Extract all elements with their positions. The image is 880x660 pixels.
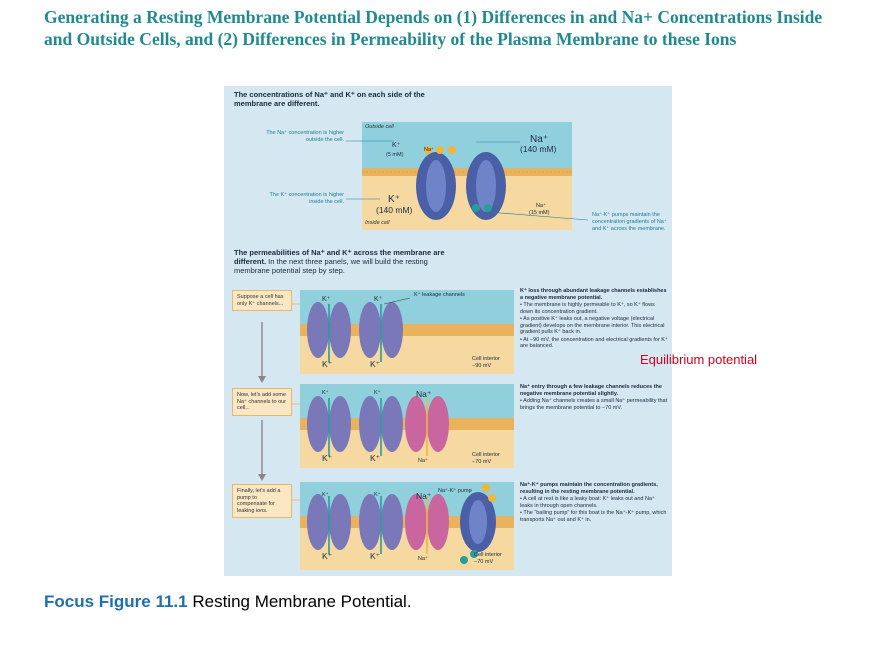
k-in-label: K⁺: [388, 194, 400, 205]
panel-3-voltage: −70 mV: [474, 559, 494, 565]
outside-cell-label: Outside cell: [365, 124, 394, 130]
pump-na-ion-label: Na⁺: [424, 147, 434, 153]
na-ion: [424, 146, 432, 154]
panel-3-top-ion-1: K⁺: [322, 492, 329, 498]
k-out-label: K⁺: [392, 142, 401, 149]
panel-1-bottom-ion-2: K⁺: [370, 359, 381, 369]
panel-3-bullet: • A cell at rest is like a leaky boat: K…: [520, 496, 655, 509]
na-in-label: Na⁺: [536, 203, 546, 209]
panel-2-side-text: Na⁺ entry through a few leakage channels…: [520, 384, 668, 411]
focus-figure: The concentrations of Na⁺ and K⁺ on each…: [224, 86, 672, 576]
panel-3-side-heading: Na⁺-K⁺ pumps maintain the concentration …: [520, 482, 658, 495]
k-note: The K⁺ concentration is higher inside th…: [269, 192, 344, 205]
panel-2-step: Now, let's add some Na⁺ channels to our …: [232, 388, 292, 416]
panel-3-bottom-ion-1: K⁺: [322, 551, 333, 561]
panel-1-bullet: • As positive K⁺ leaks out, a negative v…: [520, 316, 665, 335]
k-ion: [472, 204, 480, 212]
na-note: The Na⁺ concentration is higher outside …: [266, 130, 344, 143]
panel-3-step: Finally, let's add a pump to compensate …: [232, 484, 292, 518]
panel-2-side-heading: Na⁺ entry through a few leakage channels…: [520, 384, 662, 397]
na-in-conc: (15 mM): [529, 210, 550, 216]
figure-artwork: [224, 86, 672, 576]
section2-heading: The permeabilities of Na⁺ and K⁺ across …: [234, 248, 464, 275]
panel-1-side-heading: K⁺ loss through abundant leakage channel…: [520, 288, 667, 301]
panel-2-bottom-ion-1: K⁺: [322, 453, 333, 463]
k-ion: [484, 204, 492, 212]
panel-2-top-ion-1: K⁺: [322, 390, 329, 396]
panel-2-top-ion-2: K⁺: [374, 390, 381, 396]
pump-note: Na⁺-K⁺ pumps maintain the concentration …: [592, 212, 667, 232]
k-out-conc: (5 mM): [386, 152, 404, 158]
panel-2-bottom-ion-3: Na⁺: [418, 458, 428, 464]
panel-1-bullet: • The membrane is highly permeable to K⁺…: [520, 302, 655, 315]
panel-1-bottom-ion-1: K⁺: [322, 359, 333, 369]
figure-caption: Focus Figure 11.1 Resting Membrane Poten…: [44, 592, 412, 612]
outside-fluid: [362, 122, 572, 168]
panel-1-interior: Cell interior: [472, 356, 500, 362]
panel-3-side-text: Na⁺-K⁺ pumps maintain the concentration …: [520, 482, 668, 523]
caption-text: Resting Membrane Potential.: [187, 592, 412, 611]
panel-1-voltage: −90 mV: [472, 363, 492, 369]
panel-3-bullet: • The “bailing pump” for this boat is th…: [520, 510, 667, 523]
section2-heading-bold: The permeabilities of Na⁺ and K⁺ across …: [234, 248, 445, 266]
panel-2-bullet: • Adding Na⁺ channels creates a small Na…: [520, 398, 668, 411]
panel-3-interior: Cell interior: [474, 552, 502, 558]
panel-1-art: [300, 290, 514, 374]
panel-2-interior: Cell interior: [472, 452, 500, 458]
panel-1-channel-label: K⁺ leakage channels: [414, 292, 465, 298]
na-ion: [448, 146, 456, 154]
section1-heading: The concentrations of Na⁺ and K⁺ on each…: [234, 90, 425, 108]
panel-2-art: [300, 384, 514, 468]
panel-1-top-ion-1: K⁺: [322, 296, 331, 303]
equilibrium-potential-label: Equilibrium potential: [640, 352, 758, 367]
panel-1-top-ion-2: K⁺: [374, 296, 383, 303]
panel-3-bottom-ion-2: K⁺: [370, 551, 381, 561]
panel-2-bottom-ion-2: K⁺: [370, 453, 381, 463]
inside-cell-label: Inside cell: [365, 220, 390, 226]
na-out-label: Na⁺: [530, 134, 549, 145]
panel-3-top-ion-2: K⁺: [374, 492, 381, 498]
k-in-conc: (140 mM): [376, 205, 413, 215]
concentration-panel: [346, 122, 589, 230]
na-out-conc: (140 mM): [520, 144, 557, 154]
panel-1-side-text: K⁺ loss through abundant leakage channel…: [520, 288, 668, 350]
panel-3-art: [300, 482, 514, 570]
panel-1-bullet: • At −90 mV, the concentration and elect…: [520, 336, 668, 350]
caption-figure-number: Focus Figure 11.1: [44, 592, 188, 611]
panel-2-top-ion-3: Na⁺: [416, 389, 432, 399]
panel-3-pump-label: Na⁺-K⁺ pump: [438, 488, 472, 494]
panel-3-bottom-ion-3: Na⁺: [418, 556, 428, 562]
section2-heading-rest: In the next three panels, we will build …: [234, 257, 428, 275]
panel-3-top-ion-3: Na⁺: [416, 491, 432, 501]
slide-title: Generating a Resting Membrane Potential …: [44, 7, 823, 49]
panel-2-voltage: −70 mV: [472, 459, 492, 465]
na-ion: [436, 146, 444, 154]
panel-1-step: Suppose a cell has only K⁺ channels...: [232, 290, 292, 311]
